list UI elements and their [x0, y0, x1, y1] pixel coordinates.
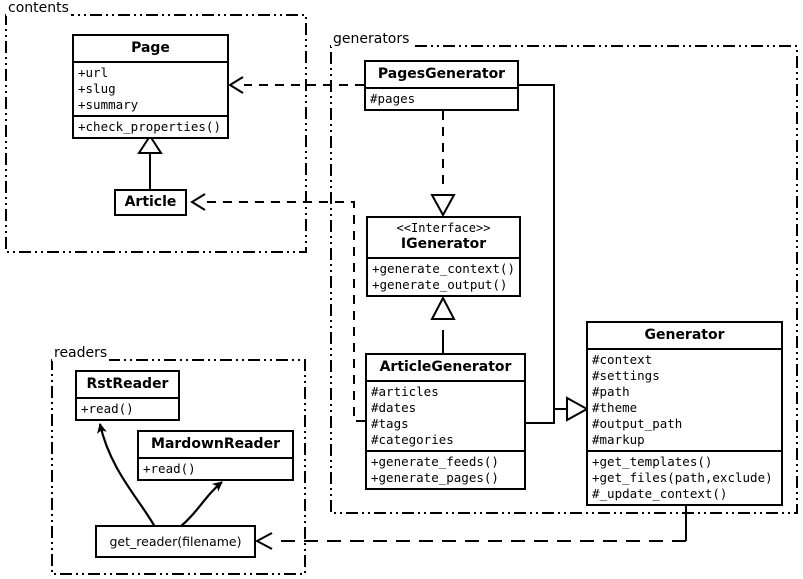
attribute-row: #theme	[592, 400, 638, 415]
operation-row: +read()	[81, 401, 134, 416]
arrowhead-pagesgenerator-to-page	[228, 76, 244, 94]
class-operations-page: +check_properties()	[74, 115, 227, 137]
class-box-pagesgenerator[interactable]: PagesGenerator #pages	[364, 60, 519, 111]
package-label-readers: readers	[52, 345, 110, 361]
operation-row: +get_templates()	[592, 454, 713, 469]
attribute-row: #settings	[592, 368, 660, 383]
class-title-articlegenerator: ArticleGenerator	[379, 359, 512, 375]
class-attributes-articlegenerator: #articles #dates #tags #categories	[367, 380, 524, 450]
function-box-get-reader[interactable]: get_reader(filename)	[95, 525, 256, 558]
attribute-row: +url	[78, 65, 109, 80]
package-frame-generators	[330, 45, 798, 514]
attribute-row: #articles	[371, 384, 439, 399]
operation-row: +generate_feeds()	[371, 454, 499, 469]
class-box-generator[interactable]: Generator #context #settings #path #them…	[586, 321, 783, 506]
class-title-page: Page	[131, 40, 170, 56]
package-frame-contents	[5, 14, 307, 253]
class-title-pagesgenerator: PagesGenerator	[377, 66, 506, 82]
class-box-igenerator[interactable]: <<Interface>> IGenerator +generate_conte…	[366, 216, 521, 297]
arrowhead-generators-to-generator	[566, 396, 590, 422]
attribute-row: #markup	[592, 432, 645, 447]
class-stereotype-igenerator: <<Interface>>	[396, 221, 491, 235]
arrowhead-articlegenerator-to-article	[190, 193, 206, 211]
class-box-article[interactable]: Article	[114, 189, 187, 216]
package-label-generators: generators	[331, 31, 412, 47]
class-attributes-page: +url +slug +summary	[74, 61, 227, 115]
operation-row: +generate_context()	[372, 261, 515, 276]
attribute-row: +slug	[78, 81, 116, 96]
class-operations-igenerator: +generate_context() +generate_output()	[368, 257, 519, 295]
package-label-contents: contents	[6, 0, 71, 16]
operation-row: +get_files(path,exclude)	[592, 470, 773, 485]
class-title-mardownreader: MardownReader	[151, 436, 280, 452]
attribute-row: #context	[592, 352, 653, 367]
class-title-igenerator: IGenerator	[400, 236, 487, 252]
attribute-row: #tags	[371, 416, 409, 431]
operation-row: #_update_context()	[592, 486, 728, 501]
arrowhead-articlegenerator-to-igenerator	[430, 295, 456, 320]
arrowhead-pagesgenerator-to-igenerator	[430, 194, 456, 218]
package-frame-readers	[51, 359, 306, 575]
class-title-generator: Generator	[644, 327, 725, 343]
operation-row: +generate_output()	[372, 277, 508, 292]
attribute-row: #pages	[370, 91, 416, 106]
connector-articlegenerator-to-article	[206, 201, 365, 422]
attribute-row: #categories	[371, 432, 454, 447]
operation-row: +check_properties()	[78, 119, 221, 134]
connector-getreader-to-rstreader	[97, 423, 156, 528]
class-operations-rstreader: +read()	[77, 397, 178, 419]
class-attributes-pagesgenerator: #pages	[366, 87, 517, 109]
arrowhead-generator-to-getreader	[254, 532, 273, 550]
class-box-mardownreader[interactable]: MardownReader +read()	[137, 430, 294, 481]
attribute-row: #dates	[371, 400, 417, 415]
connector-pagesgenerator-to-generator	[519, 84, 570, 410]
operation-row: +generate_pages()	[371, 470, 499, 485]
attribute-row: #output_path	[592, 416, 683, 431]
class-title-rstreader: RstReader	[86, 376, 169, 392]
arrowhead-article-to-page	[137, 134, 163, 154]
class-attributes-generator: #context #settings #path #theme #output_…	[588, 348, 781, 450]
attribute-row: +summary	[78, 97, 139, 112]
class-box-rstreader[interactable]: RstReader +read()	[75, 370, 180, 421]
class-operations-generator: +get_templates() +get_files(path,exclude…	[588, 450, 781, 504]
class-box-page[interactable]: Page +url +slug +summary +check_properti…	[72, 34, 229, 139]
function-label-get-reader: get_reader(filename)	[109, 534, 242, 549]
class-title-article: Article	[124, 194, 177, 210]
operation-row: +read()	[143, 461, 196, 476]
class-operations-mardownreader: +read()	[139, 457, 292, 479]
connector-articlegenerator-to-generator	[526, 409, 555, 424]
class-operations-articlegenerator: +generate_feeds() +generate_pages()	[367, 450, 524, 488]
attribute-row: #path	[592, 384, 630, 399]
connector-getreader-to-mardownreader	[179, 481, 223, 528]
class-box-articlegenerator[interactable]: ArticleGenerator #articles #dates #tags …	[365, 353, 526, 490]
